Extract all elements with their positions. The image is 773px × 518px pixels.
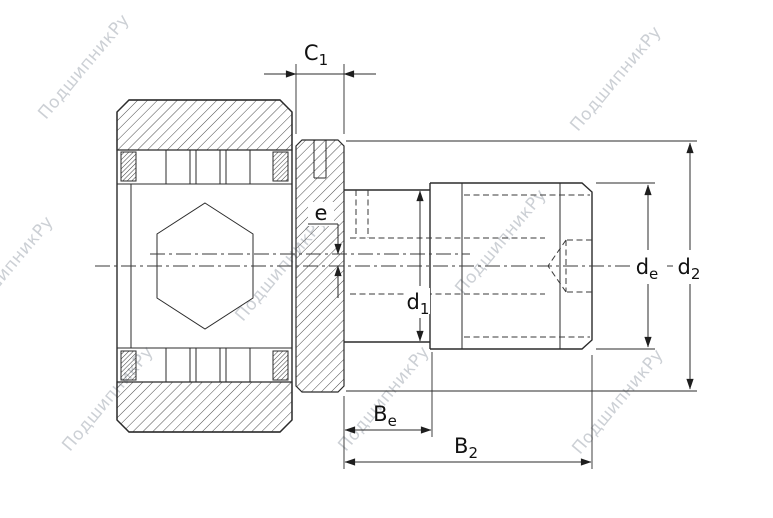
hex-socket-outline	[156, 202, 254, 330]
dim-label-c1: C1	[304, 41, 328, 69]
seal-top-right	[272, 151, 289, 182]
needle-roller	[195, 347, 221, 383]
seal-top-left	[120, 151, 137, 182]
centerlines	[95, 253, 706, 267]
dim-d1: d1	[406, 190, 430, 342]
needle-roller	[225, 347, 251, 383]
watermark-text: ПодшипникРу	[451, 185, 550, 298]
label-halo	[673, 252, 706, 282]
dim-be: Be	[343, 352, 433, 469]
center-bore-cone	[547, 239, 567, 267]
outer-ring-hatch-bottom	[116, 381, 293, 433]
outer-ring-outline	[116, 99, 293, 433]
dim-c1: C1	[264, 41, 376, 134]
label-halo	[406, 288, 430, 314]
dim-d2: d2	[346, 140, 706, 392]
watermark-text: ПодшипникРу	[334, 342, 433, 455]
dimensions: C1 e d1 de	[264, 41, 706, 469]
dim-label-be: Be	[373, 402, 397, 430]
needle-roller	[195, 149, 221, 185]
dim-label-e: e	[315, 201, 328, 225]
watermark-text: ПодшипникРу	[568, 345, 667, 458]
watermark-text: ПодшипникРу	[34, 10, 133, 123]
seal-bottom-right	[272, 350, 289, 381]
dim-label-de: de	[636, 255, 659, 283]
watermark-text: ПодшипникРу	[566, 22, 665, 135]
label-halo	[631, 252, 664, 282]
dim-label-d2: d2	[678, 255, 701, 283]
dim-b2: B2	[344, 355, 593, 469]
label-halo	[308, 202, 334, 226]
outer-ring-hatch-top	[116, 99, 293, 151]
dim-e: e	[308, 201, 342, 298]
watermark-text: ПодшипникРу	[0, 212, 58, 325]
dim-label-b2: B2	[454, 434, 478, 462]
dim-label-d1: d1	[407, 290, 430, 318]
center-bore-cone	[547, 265, 567, 293]
dim-de: de	[596, 182, 664, 350]
roller-section	[116, 99, 293, 433]
seal-bottom-left	[120, 350, 137, 381]
needle-roller	[165, 149, 191, 185]
needle-roller	[225, 149, 251, 185]
needle-roller	[165, 347, 191, 383]
